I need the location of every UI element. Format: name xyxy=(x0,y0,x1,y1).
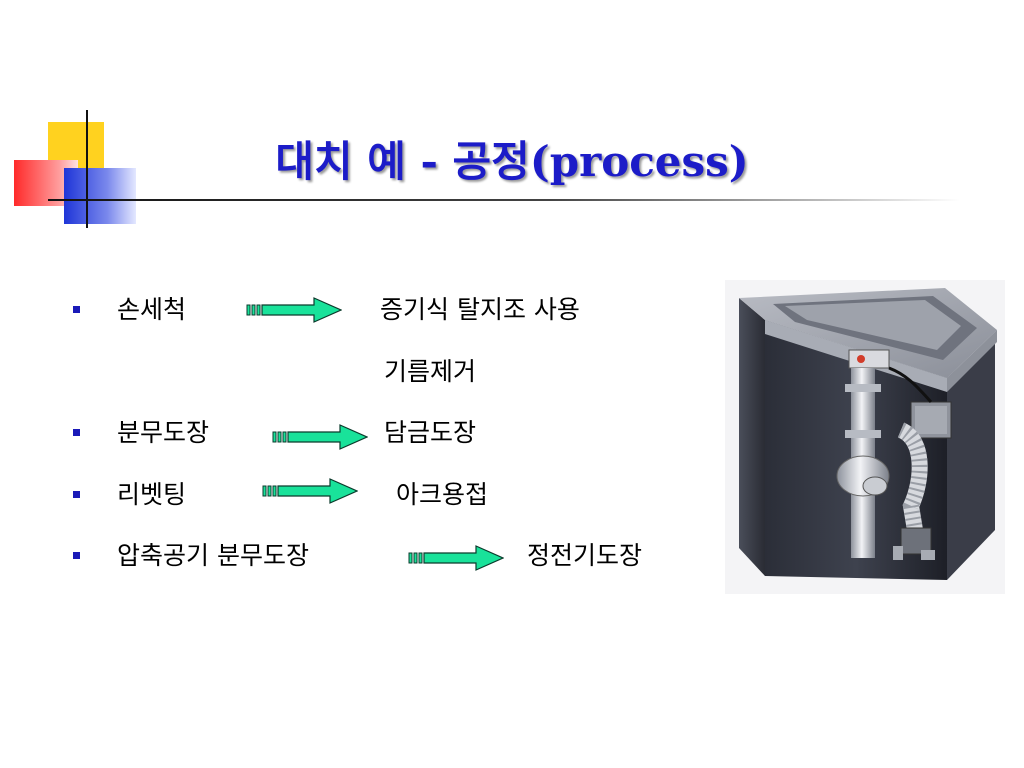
square-bullet-icon xyxy=(73,429,80,436)
striped-block-arrow-icon xyxy=(246,297,342,323)
list-item: 리벳팅 아크용접 xyxy=(0,477,720,517)
item-before: 리벳팅 xyxy=(117,480,187,509)
deco-vertical-line xyxy=(86,110,88,228)
square-bullet-icon xyxy=(73,491,80,498)
list-item: 분무도장 담금도장 xyxy=(0,415,720,455)
item-after: 아크용접 xyxy=(396,480,489,509)
striped-block-arrow-icon xyxy=(408,545,504,571)
list-item-continuation: 기름제거 xyxy=(0,354,720,394)
list-item: 압축공기 분무도장 정전기도장 xyxy=(0,538,720,578)
item-before: 분무도장 xyxy=(117,418,210,447)
item-before: 압축공기 분무도장 xyxy=(117,541,309,570)
striped-block-arrow-icon xyxy=(272,424,368,450)
item-before: 손세척 xyxy=(117,295,187,324)
degreasing-tank-photo xyxy=(725,280,1005,594)
item-after: 증기식 탈지조 사용 xyxy=(380,295,580,324)
deco-blue-square xyxy=(64,168,136,224)
item-after-line2: 기름제거 xyxy=(384,357,477,386)
list-item: 손세척 증기식 탈지조 사용 xyxy=(0,292,720,332)
item-after: 담금도장 xyxy=(384,418,477,447)
square-bullet-icon xyxy=(73,552,80,559)
title-underline xyxy=(48,199,960,201)
item-after: 정전기도장 xyxy=(527,541,643,570)
square-bullet-icon xyxy=(73,306,80,313)
striped-block-arrow-icon xyxy=(262,478,358,504)
page-title: 대치 예 - 공정(process) xyxy=(275,137,749,186)
